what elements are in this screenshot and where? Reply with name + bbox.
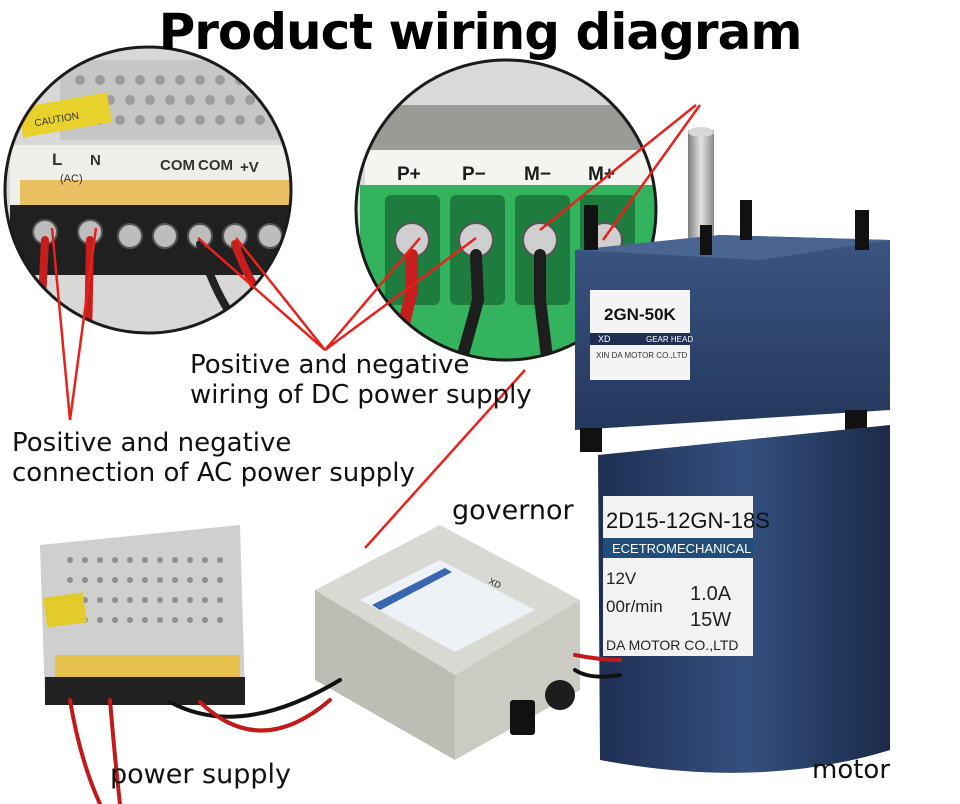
governor-terminal-p-minus: P− [462, 164, 486, 185]
psu-terminal-N: N [90, 152, 101, 169]
page-title: Product wiring diagram [158, 3, 803, 61]
gearhead-maker: XIN DA MOTOR CO.,LTD [596, 351, 687, 360]
psu-terminal-v1: +V [240, 159, 259, 176]
label-ac-connection: Positive and negative connection of AC p… [12, 428, 415, 488]
gearhead-tag: GEAR HEAD [646, 335, 693, 344]
psu-zoom-ring [3, 45, 293, 335]
label-dc-wiring: Positive and negative wiring of DC power… [190, 350, 532, 410]
label-dc-line1: Positive and negative [190, 350, 470, 380]
gearhead-body [575, 235, 890, 430]
motor-power: 15W [690, 609, 731, 631]
motor-voltage: 12V [606, 569, 637, 588]
power-supply-unit [40, 525, 245, 705]
motor-maker: DA MOTOR CO.,LTD [606, 637, 739, 653]
caution-sticker [18, 92, 112, 138]
motor [575, 127, 890, 773]
psu-screw-terminals [32, 219, 283, 249]
governor-terminal-m-minus: M− [524, 164, 551, 185]
motor-current: 1.0A [690, 583, 732, 605]
gearhead-model: 2GN-50K [604, 305, 677, 324]
motor-speed: 00r/min [606, 597, 663, 616]
psu-terminal-L: L [52, 150, 62, 169]
governor-box [315, 525, 580, 760]
motor-model: 2D15-12GN-18S [606, 508, 770, 533]
label-motor: motor [812, 755, 891, 785]
speed-knob-icon [545, 680, 575, 710]
governor-zoom-ring [354, 58, 658, 362]
motor-category: ECETROMECHANICAL [612, 541, 751, 556]
label-power-supply: power supply [110, 759, 291, 790]
governor-terminal-m-plus: M+ [588, 164, 615, 185]
label-ac-line1: Positive and negative [12, 428, 292, 458]
label-dc-line2: wiring of DC power supply [190, 380, 532, 410]
governor-terminal-p-plus: P+ [397, 164, 421, 185]
gearhead-brand: XD [598, 334, 611, 344]
external-wires [68, 653, 622, 804]
psu-terminal-com2: COM [198, 157, 233, 174]
label-ac-line2: connection of AC power supply [12, 458, 415, 488]
psu-terminal-zoom [5, 47, 291, 333]
power-switch-icon [510, 700, 535, 735]
psu-terminal-com1: COM [160, 157, 195, 174]
psu-ac-mark: (AC) [60, 173, 83, 185]
label-governor: governor [452, 495, 574, 526]
motor-nameplate [603, 496, 753, 656]
pointer-lines [50, 104, 702, 549]
